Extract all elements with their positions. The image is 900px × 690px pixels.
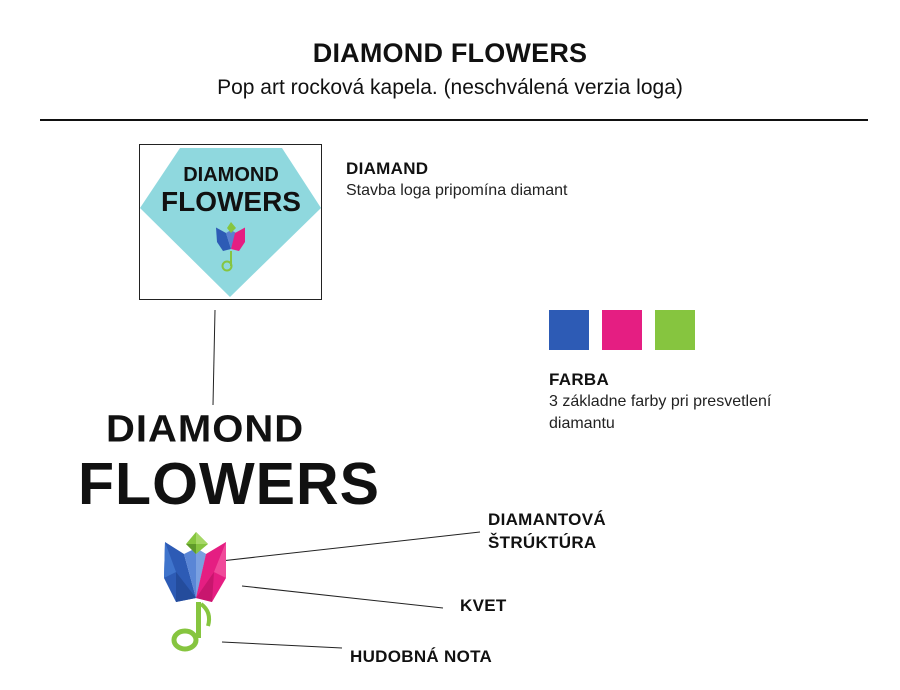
note-label: HUDOBNÁ NOTA: [350, 647, 493, 666]
swatch-blue: [549, 310, 589, 350]
thumb-line2: FLOWERS: [161, 186, 301, 217]
petal-right: [196, 542, 226, 602]
swatch-pink: [602, 310, 642, 350]
flower-connector: [241, 585, 444, 609]
logo-wordmark-line1: DIAMOND: [106, 408, 305, 450]
diamond-heading: DIAMAND: [346, 159, 429, 178]
stem: [196, 602, 201, 638]
diamond-shape: DIAMOND FLOWERS: [140, 148, 321, 297]
logo-thumbnail: DIAMOND FLOWERS: [139, 144, 322, 300]
flower-label: KVET: [460, 596, 507, 615]
thumbnail-connector: [212, 309, 216, 406]
tulip-music-note-icon: [164, 532, 226, 652]
logo-wordmark-line2: FLOWERS: [78, 451, 380, 517]
page-subtitle: Pop art rocková kapela. (neschválená ver…: [217, 76, 683, 99]
thumb-line1: DIAMOND: [183, 164, 279, 186]
page-title: DIAMOND FLOWERS: [312, 38, 588, 68]
petal-left: [164, 542, 196, 602]
structure-label-line2: ŠTRÚKTÚRA: [488, 533, 597, 552]
thumb-tulip-icon: [216, 222, 245, 272]
diamond-background: [140, 148, 321, 297]
color-description-line1: 3 základne farby pri presvetlení: [549, 393, 772, 410]
structure-label-line1: DIAMANTOVÁ: [488, 510, 606, 529]
color-description-line2: diamantu: [549, 415, 615, 432]
diamond-description: Stavba loga pripomína diamant: [346, 182, 568, 199]
note-connector: [221, 641, 343, 649]
header-divider: [40, 119, 868, 121]
color-heading: FARBA: [549, 370, 610, 389]
swatch-green: [655, 310, 695, 350]
structure-connector: [211, 531, 481, 563]
note-head: [171, 628, 199, 652]
